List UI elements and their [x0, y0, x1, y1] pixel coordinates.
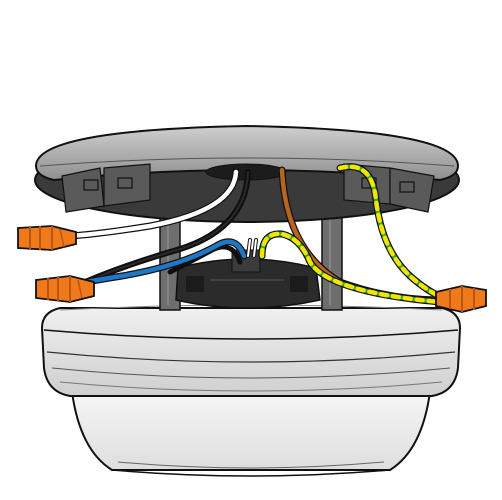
wire-nut-connector-right — [435, 285, 487, 313]
wire-nut-connector-mid-left — [35, 275, 95, 303]
fixture-base-ring — [40, 307, 462, 397]
wires — [66, 163, 448, 306]
fixture-shade — [70, 391, 432, 471]
wire-nut-connector-top-left — [17, 225, 77, 251]
fixture-body — [40, 304, 462, 477]
terminal-block — [175, 249, 321, 309]
plate-clip-left — [61, 163, 151, 213]
